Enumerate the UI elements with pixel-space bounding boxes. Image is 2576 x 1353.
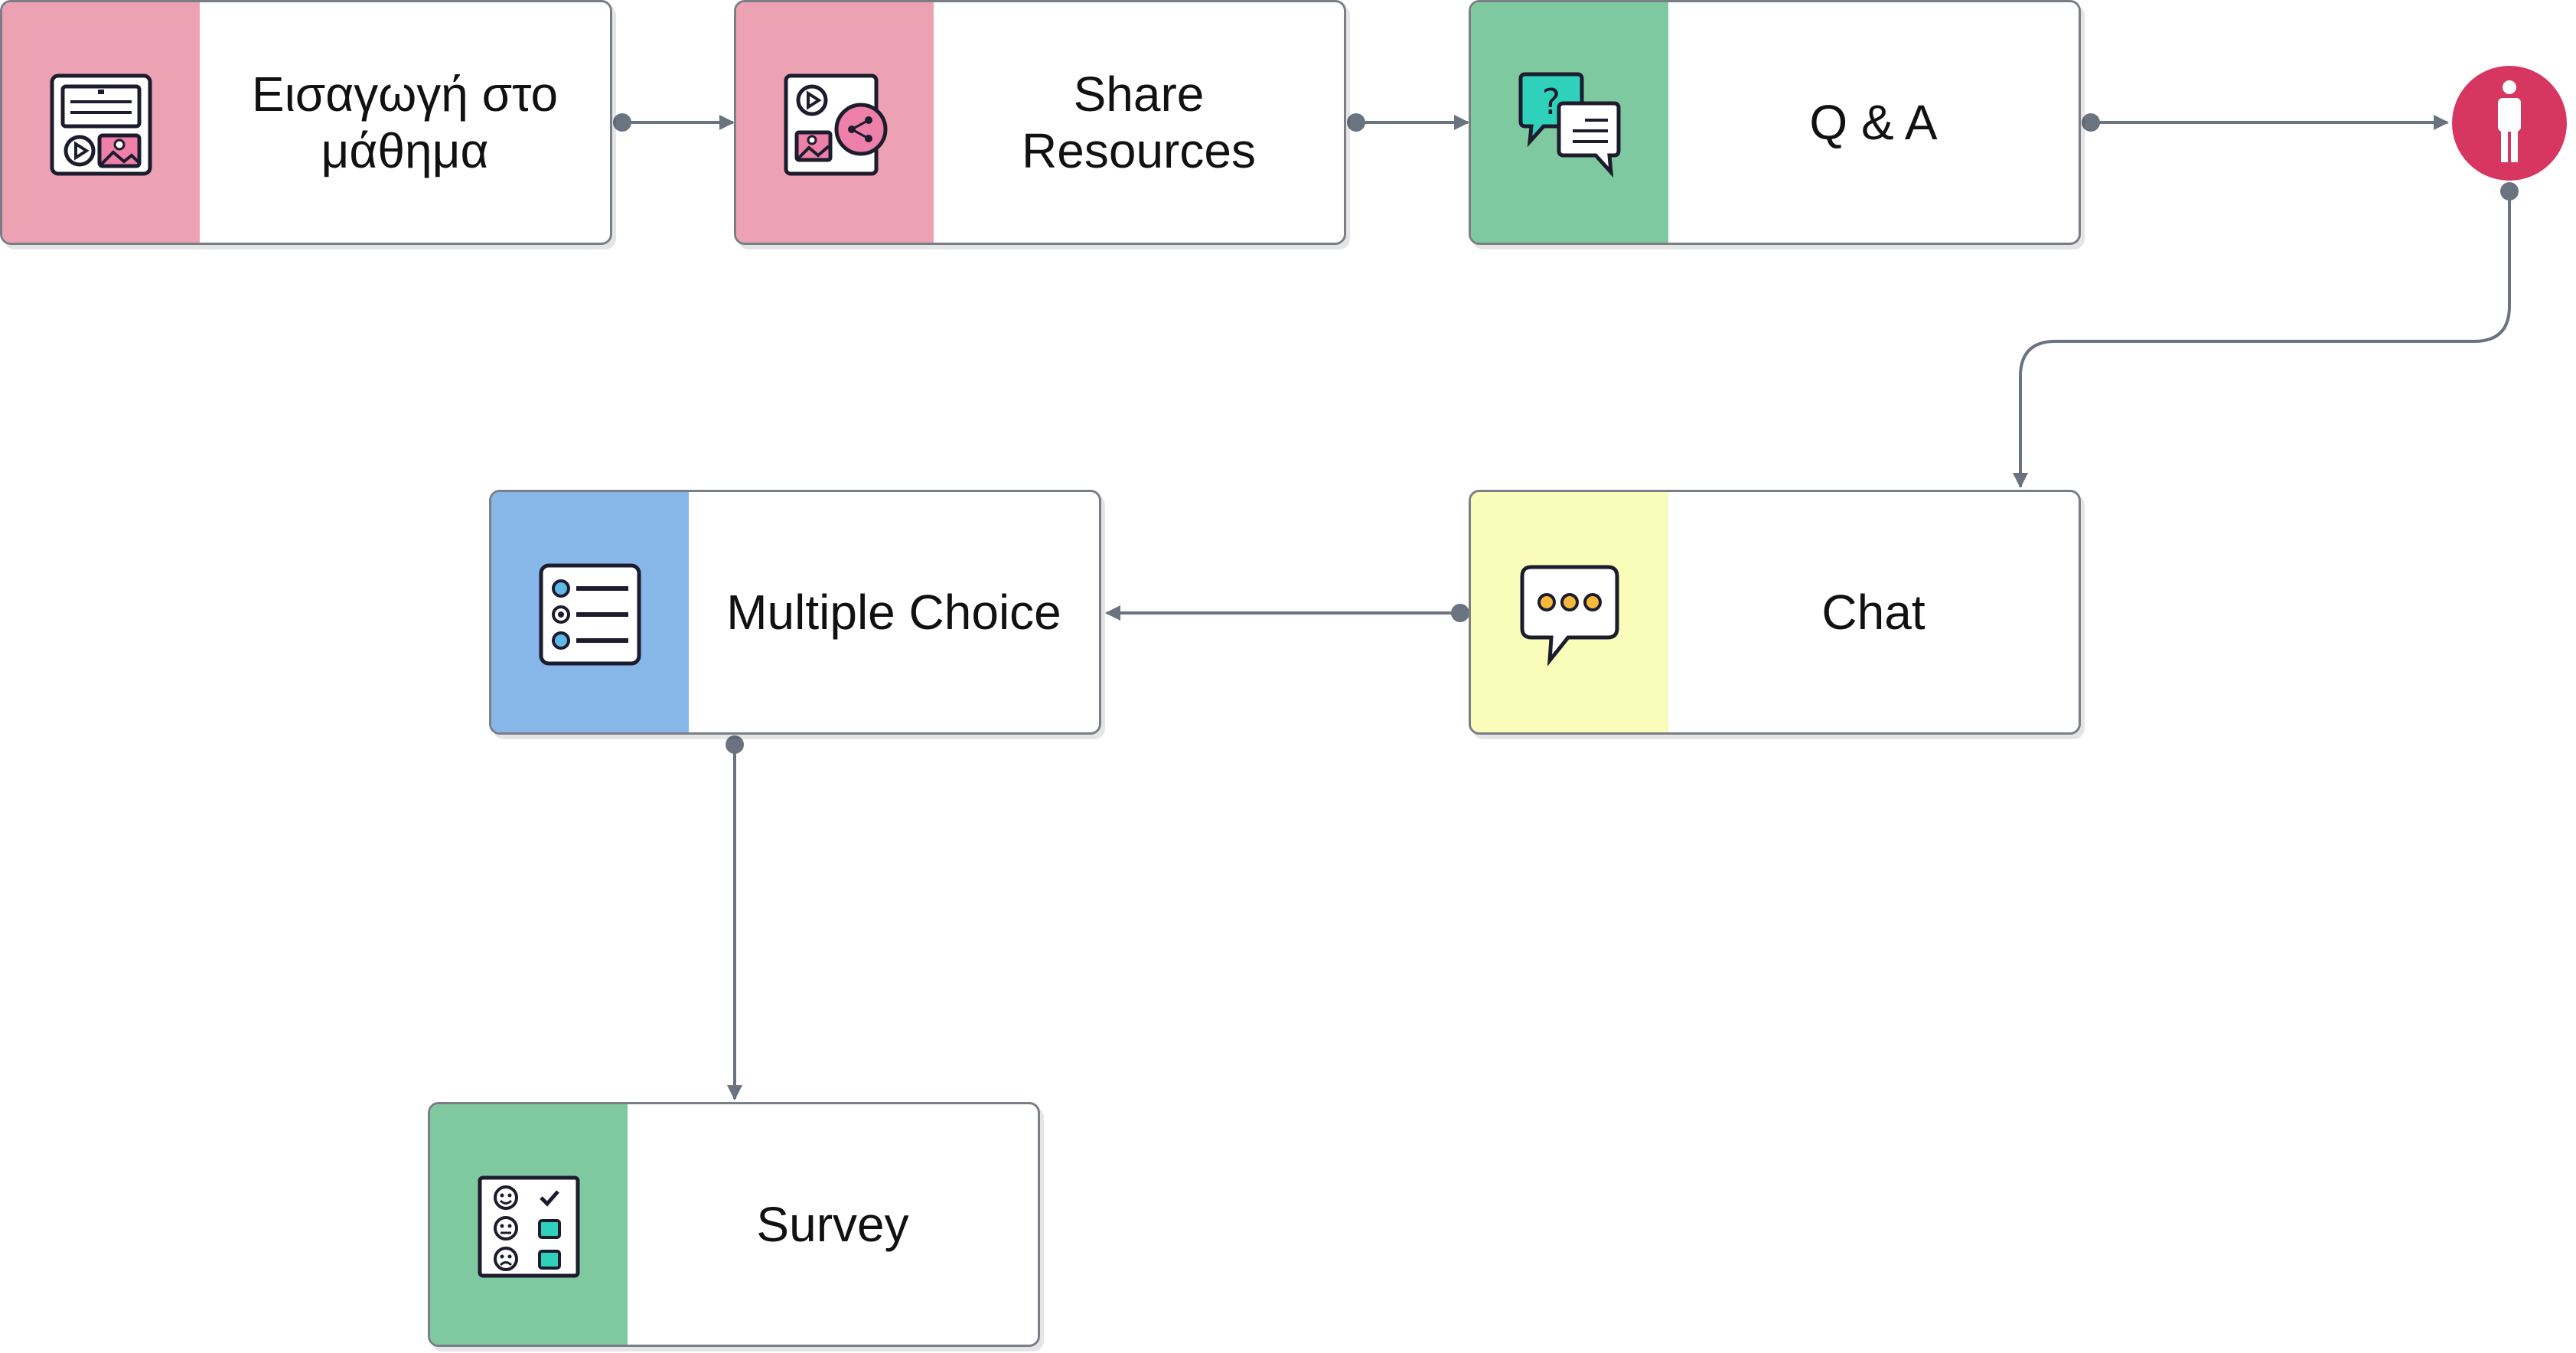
checklist-icon (539, 563, 641, 666)
media-page-icon (50, 73, 152, 176)
edge-mc-survey (726, 735, 744, 1100)
node-band (736, 2, 934, 243)
node-label: Chat (1821, 584, 1925, 640)
node-label: Multiple Choice (726, 584, 1061, 640)
chat-bubble-icon (1520, 565, 1619, 667)
edge-share-qa (1347, 113, 1469, 132)
node-band (430, 1104, 628, 1345)
node-share-resources[interactable]: Share Resources (734, 0, 1346, 245)
edge-participant-chat (2013, 182, 2519, 488)
edge-qa-participant (2082, 113, 2449, 132)
node-band (491, 492, 689, 732)
node-intro[interactable]: Εισαγωγή στο μάθημα (0, 0, 612, 245)
node-band (1471, 492, 1668, 732)
edge-intro-share (613, 113, 735, 132)
survey-faces-icon (478, 1175, 580, 1278)
node-label: Εισαγωγή στο μάθημα (251, 66, 559, 178)
question-chat-icon: ? (1518, 72, 1621, 178)
node-survey[interactable]: Survey (428, 1102, 1040, 1347)
node-qa[interactable]: ? Q & A (1469, 0, 2081, 245)
node-band: ? (1471, 2, 1668, 243)
node-chat[interactable]: Chat (1469, 490, 2081, 735)
node-band (2, 2, 200, 243)
node-label: Share Resources (1022, 66, 1256, 178)
node-multiple-choice[interactable]: Multiple Choice (489, 490, 1101, 735)
node-label: Survey (756, 1196, 909, 1252)
edge-chat-mc (1105, 604, 1469, 622)
node-label: Q & A (1809, 94, 1938, 150)
person-icon[interactable] (2450, 64, 2568, 182)
share-resources-icon (784, 73, 888, 176)
